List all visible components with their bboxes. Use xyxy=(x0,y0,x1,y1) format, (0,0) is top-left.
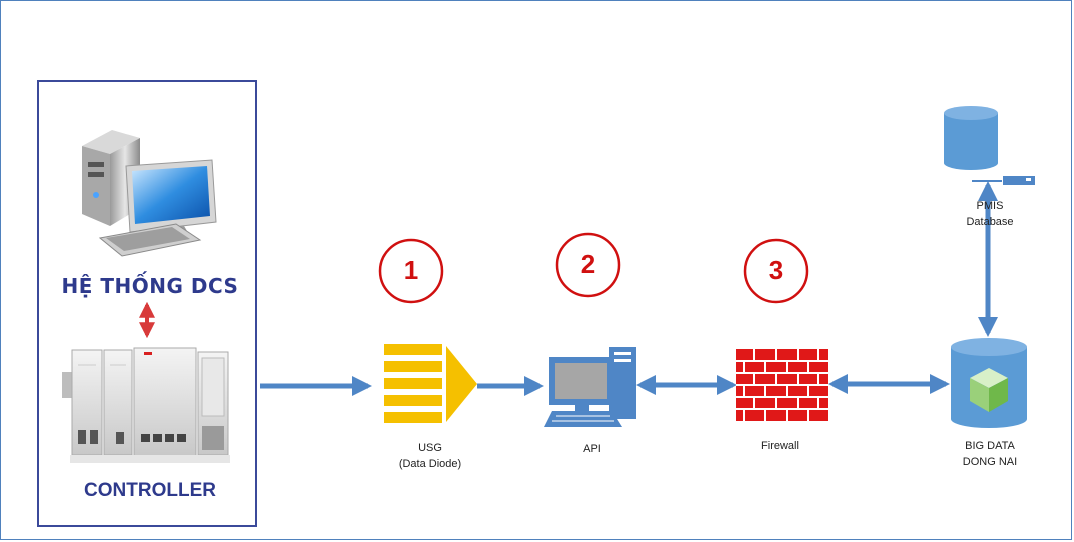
step-number-3: 3 xyxy=(768,255,784,285)
pmis-label-line1: PMIS xyxy=(976,200,1004,212)
step-marker-3 xyxy=(743,238,809,304)
step-number-2: 2 xyxy=(580,249,596,279)
usg-label-line2: (Data Diode) xyxy=(398,458,462,470)
pmis-label-line2: Database xyxy=(966,216,1014,228)
database-cube-icon xyxy=(951,338,1027,428)
brick-wall-icon xyxy=(736,349,828,421)
bigdata-label-line1: BIG DATA xyxy=(965,440,1015,452)
usg-label-line1: USG xyxy=(418,442,442,454)
dcs-system-title: HỆ THỐNG DCS xyxy=(61,274,239,298)
bigdata-label: BIG DATA DONG NAI xyxy=(940,438,1040,470)
desktop-computer-icon xyxy=(82,130,217,257)
pmis-label: PMIS Database xyxy=(950,198,1030,230)
workstation-icon xyxy=(544,347,636,427)
controller-title: CONTROLLER xyxy=(84,480,216,501)
step-marker-1 xyxy=(378,238,444,304)
step-marker-2 xyxy=(555,232,621,298)
usg-label: USG (Data Diode) xyxy=(380,440,480,472)
step-number-1: 1 xyxy=(403,255,419,285)
api-label: API xyxy=(583,443,601,455)
firewall-label: Firewall xyxy=(761,440,799,452)
data-diode-icon xyxy=(384,344,477,423)
database-server-icon xyxy=(944,106,1035,185)
bigdata-label-line2: DONG NAI xyxy=(962,456,1018,468)
plc-controller-icon xyxy=(62,347,230,463)
